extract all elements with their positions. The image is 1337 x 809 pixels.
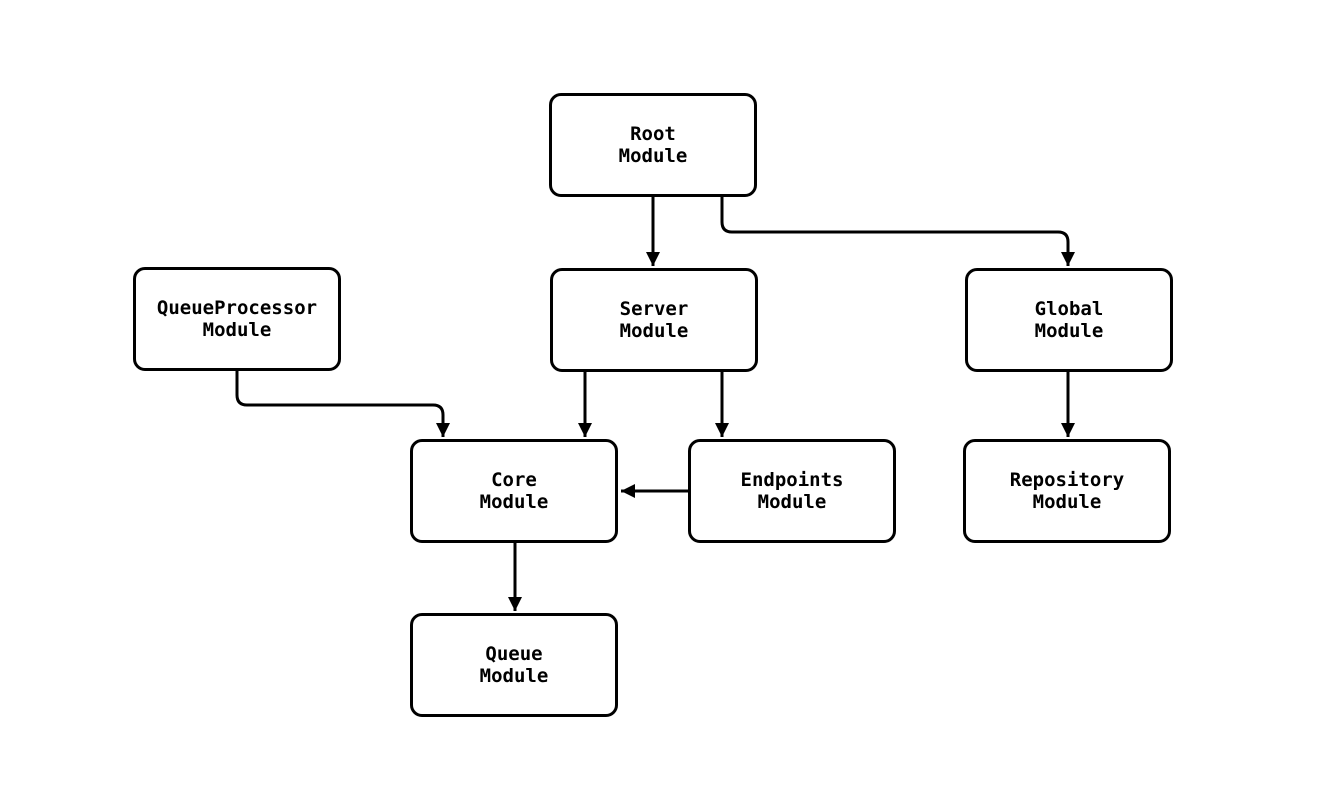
- node-root-module-label: Root Module: [618, 123, 688, 167]
- edge-root-to-global: [720, 197, 1075, 266]
- node-global-module: Global Module: [965, 268, 1173, 372]
- node-server-module-label: Server Module: [619, 298, 689, 342]
- node-endpoints-module-label: Endpoints Module: [740, 469, 844, 513]
- node-endpoints-module: Endpoints Module: [688, 439, 896, 543]
- edge-queueprocessor-to-core: [235, 371, 450, 437]
- node-server-module: Server Module: [550, 268, 758, 372]
- node-repository-module-label: Repository Module: [1009, 469, 1125, 513]
- node-root-module: Root Module: [549, 93, 757, 197]
- node-repository-module: Repository Module: [963, 439, 1171, 543]
- node-queueprocessor-module-label: QueueProcessor Module: [156, 297, 318, 341]
- node-global-module-label: Global Module: [1034, 298, 1104, 342]
- node-core-module-label: Core Module: [479, 469, 549, 513]
- node-core-module: Core Module: [410, 439, 618, 543]
- node-queue-module-label: Queue Module: [479, 643, 549, 687]
- node-queueprocessor-module: QueueProcessor Module: [133, 267, 341, 371]
- node-queue-module: Queue Module: [410, 613, 618, 717]
